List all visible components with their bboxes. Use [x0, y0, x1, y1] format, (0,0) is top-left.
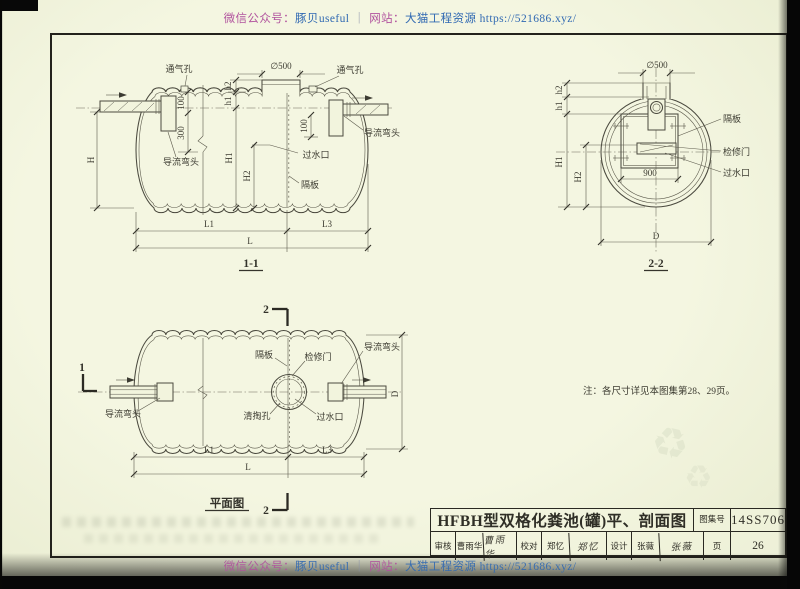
section-mark-2-bottom: 2 [263, 505, 269, 517]
dim-H1-22: H1 [554, 157, 564, 168]
dim-dia500-22: ∅500 [646, 60, 668, 70]
dim-L1-plan: L1 [204, 445, 214, 455]
separator: ｜ [353, 561, 366, 573]
reviewer-label: 审核 [434, 541, 452, 551]
label-water-port-22: 过水口 [723, 167, 750, 178]
dim-100-left: 100 [176, 96, 186, 110]
wechat-account: 豚贝useful [295, 13, 350, 25]
sheet-title: HFBH型双格化粪池(罐)平、剖面图 [437, 513, 687, 530]
label-partition-plan: 隔板 [255, 349, 273, 360]
page-label: 页 [703, 532, 730, 560]
dim-h2-22: h2 [554, 86, 564, 95]
bleed-through-text [84, 534, 384, 543]
dim-L1: L1 [204, 219, 214, 229]
dim-L-plan: L [245, 462, 251, 472]
label-water-port-plan: 过水口 [316, 411, 343, 422]
watermark-icon: ♻ [684, 458, 713, 496]
reviewer-name: 曹雨华 [455, 532, 483, 560]
label-partition-22: 隔板 [723, 113, 741, 124]
caption-plan: 平面图 [210, 496, 245, 510]
section-2-2: ∅500 h2 h1 H1 H2 900 D 隔板 检修门 过水口 2-2 [554, 60, 750, 272]
atlas-number-label: 图集号 [693, 509, 730, 531]
title-block: HFBH型双格化粪池(罐)平、剖面图 图集号 14SS706 审核 曹雨华 曹雨… [430, 508, 786, 562]
dim-H2: H2 [242, 171, 252, 182]
site-name: 大猫工程资源 [404, 561, 477, 573]
scan-edge-top-left [0, 0, 38, 11]
separator: ｜ [353, 13, 366, 25]
promo-banner-top: 微信公众号：豚贝useful｜网站：大猫工程资源 https://521686.… [0, 10, 800, 26]
dim-H: H [86, 156, 96, 163]
scan-shadow-bottom [0, 553, 800, 576]
dim-H2-22: H2 [573, 172, 583, 183]
label-elbow-plan-bl: 导流弯头 [105, 408, 141, 419]
label-vent-left: 通气孔 [165, 63, 192, 74]
label-elbow-left: 导流弯头 [163, 156, 199, 167]
scan-edge-left [0, 0, 3, 589]
dim-D-plan: D [390, 390, 400, 397]
label-access-door-plan: 检修门 [304, 351, 331, 362]
dim-h1: h1 [223, 97, 233, 106]
plan-view: 2 2 1 隔板 检修门 导流弯头 导流弯头 清掏孔 过水口 D L1 L3 L… [78, 304, 408, 517]
label-water-port: 过水口 [302, 149, 329, 160]
label-elbow-right: 导流弯头 [364, 127, 400, 138]
site-label: 网站： [369, 561, 405, 573]
designer-label: 设计 [606, 532, 631, 560]
site-url: https://521686.xyz/ [479, 561, 577, 573]
dim-L: L [247, 236, 253, 246]
designer-name: 张薇 [631, 532, 659, 560]
dim-300: 300 [176, 126, 186, 140]
scan-shadow-right [778, 0, 787, 589]
section-mark-1: 1 [79, 362, 85, 374]
site-label: 网站： [369, 13, 405, 25]
checker-label: 校对 [516, 532, 541, 560]
dim-D-22: D [653, 231, 660, 241]
dim-h1-22: h1 [554, 102, 564, 111]
caption-1-1: 1-1 [243, 258, 259, 270]
caption-2-2: 2-2 [648, 258, 664, 270]
note-text: 注：各尺寸详见本图集第28、29页。 [583, 385, 735, 397]
bleed-through-text [62, 517, 414, 527]
dim-h2: h2 [223, 82, 233, 91]
site-url: https://521686.xyz/ [479, 13, 577, 25]
atlas-number: 14SS706 [730, 509, 785, 531]
wechat-account: 豚贝useful [295, 561, 350, 573]
wechat-label: 微信公众号： [223, 13, 296, 25]
label-vent-right: 通气孔 [336, 64, 363, 75]
dim-L3-plan: L3 [322, 445, 332, 455]
wechat-label: 微信公众号： [223, 561, 296, 573]
scan-edge-bottom [0, 576, 800, 589]
promo-banner-bottom: 微信公众号：豚贝useful｜网站：大猫工程资源 https://521686.… [0, 558, 800, 574]
label-access-door-22: 检修门 [723, 146, 750, 157]
section-mark-2-top: 2 [263, 304, 269, 316]
dim-900: 900 [643, 168, 657, 178]
dim-100-right: 100 [299, 119, 309, 133]
checker-name: 郑忆 [541, 532, 569, 560]
label-partition: 隔板 [301, 179, 319, 190]
label-clean-hole: 清掏孔 [243, 410, 270, 421]
scan-edge-right [787, 0, 800, 589]
dim-dia500: ∅500 [270, 61, 292, 71]
site-name: 大猫工程资源 [404, 13, 477, 25]
page-number: 26 [730, 532, 785, 560]
dim-L3: L3 [322, 219, 332, 229]
section-1-1: 通气孔 通气孔 ∅500 h2 h1 100 300 H H1 H2 100 导… [76, 61, 400, 272]
dim-H1: H1 [224, 153, 234, 164]
label-elbow-plan-tr: 导流弯头 [364, 341, 400, 352]
